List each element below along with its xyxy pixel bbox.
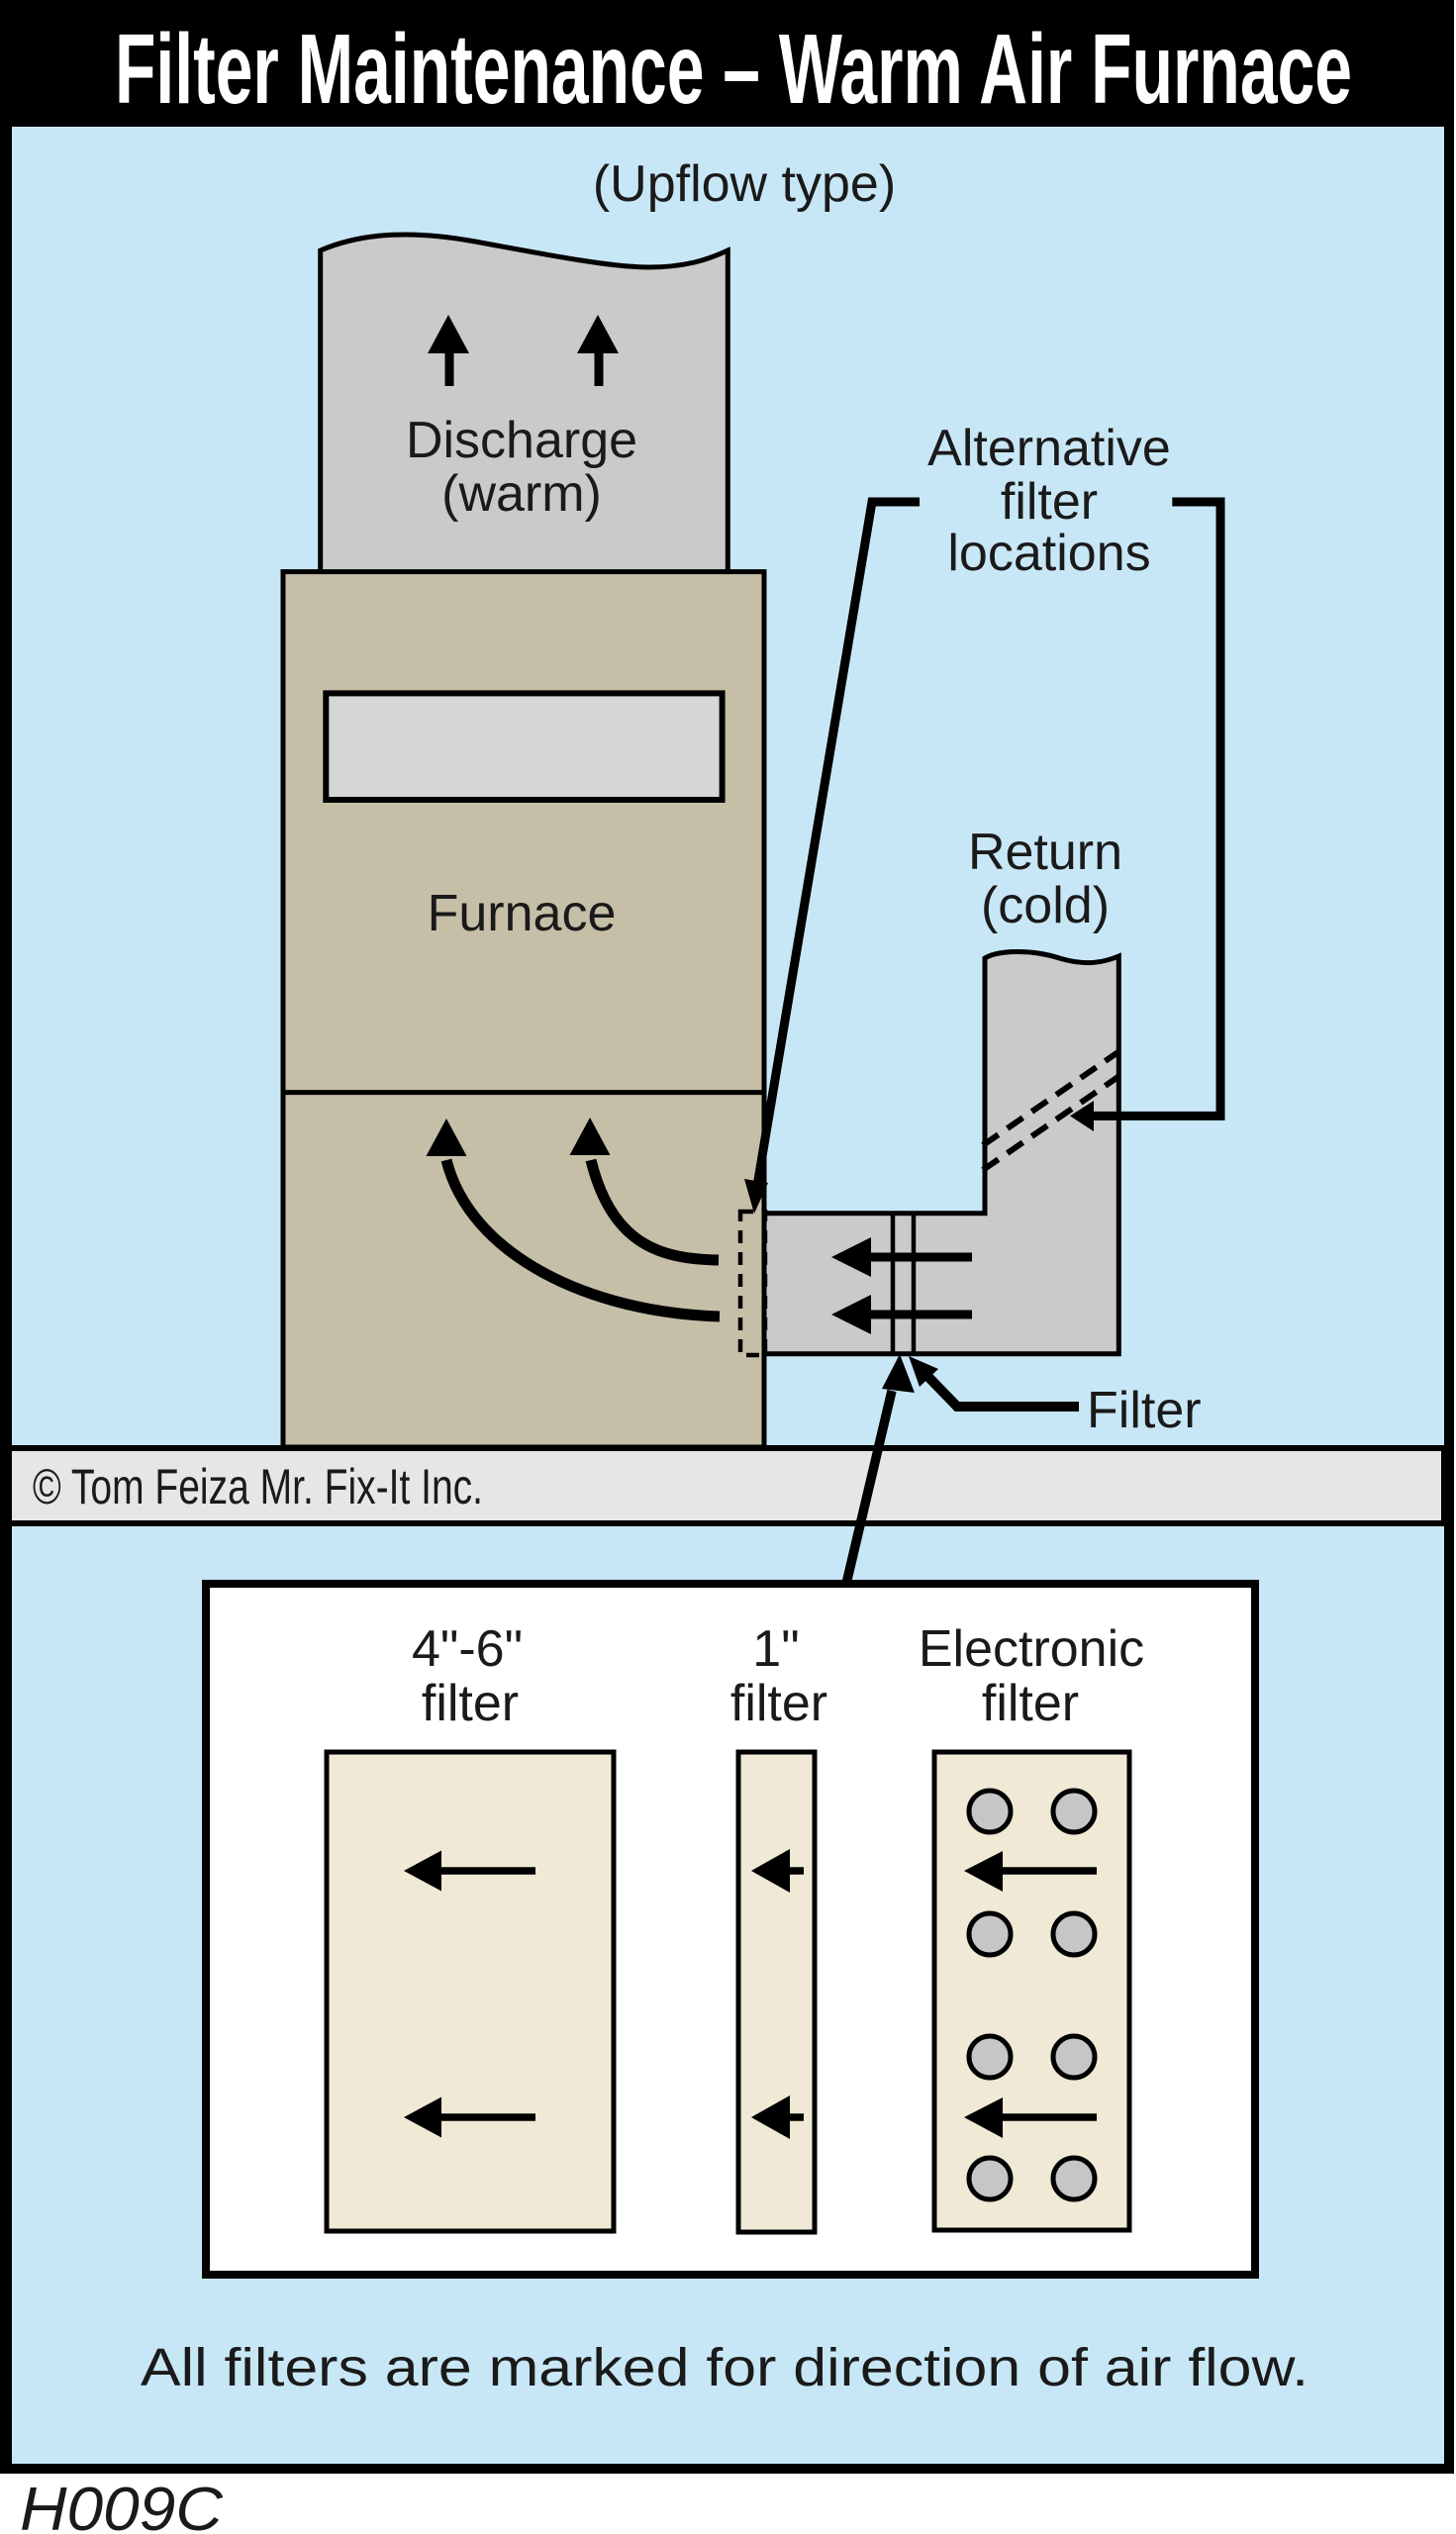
svg-text:Furnace: Furnace: [428, 885, 617, 942]
svg-text:Filter Maintenance – Warm Air: Filter Maintenance – Warm Air Furnace: [115, 14, 1352, 125]
svg-text:All filters are marked for dir: All filters are marked for direction of …: [141, 2338, 1309, 2397]
svg-text:filter: filter: [982, 1675, 1079, 1732]
svg-text:1": 1": [752, 1620, 799, 1678]
svg-text:Alternative: Alternative: [927, 420, 1171, 477]
svg-text:filter: filter: [1001, 473, 1098, 531]
svg-text:Discharge: Discharge: [406, 412, 637, 469]
svg-text:4"-6": 4"-6": [412, 1620, 523, 1678]
svg-text:Return: Return: [968, 824, 1122, 881]
svg-text:Filter: Filter: [1087, 1382, 1202, 1439]
svg-text:filter: filter: [730, 1675, 827, 1732]
svg-text:filter: filter: [422, 1675, 519, 1732]
svg-text:(cold): (cold): [981, 877, 1110, 934]
svg-text:Electronic: Electronic: [919, 1620, 1144, 1678]
svg-text:H009C: H009C: [20, 2476, 224, 2534]
svg-text:(Upflow type): (Upflow type): [593, 155, 896, 213]
svg-text:(warm): (warm): [441, 465, 602, 523]
svg-text:locations: locations: [947, 525, 1150, 582]
svg-text:© Tom Feiza Mr. Fix-It Inc.: © Tom Feiza Mr. Fix-It Inc.: [33, 1459, 483, 1514]
